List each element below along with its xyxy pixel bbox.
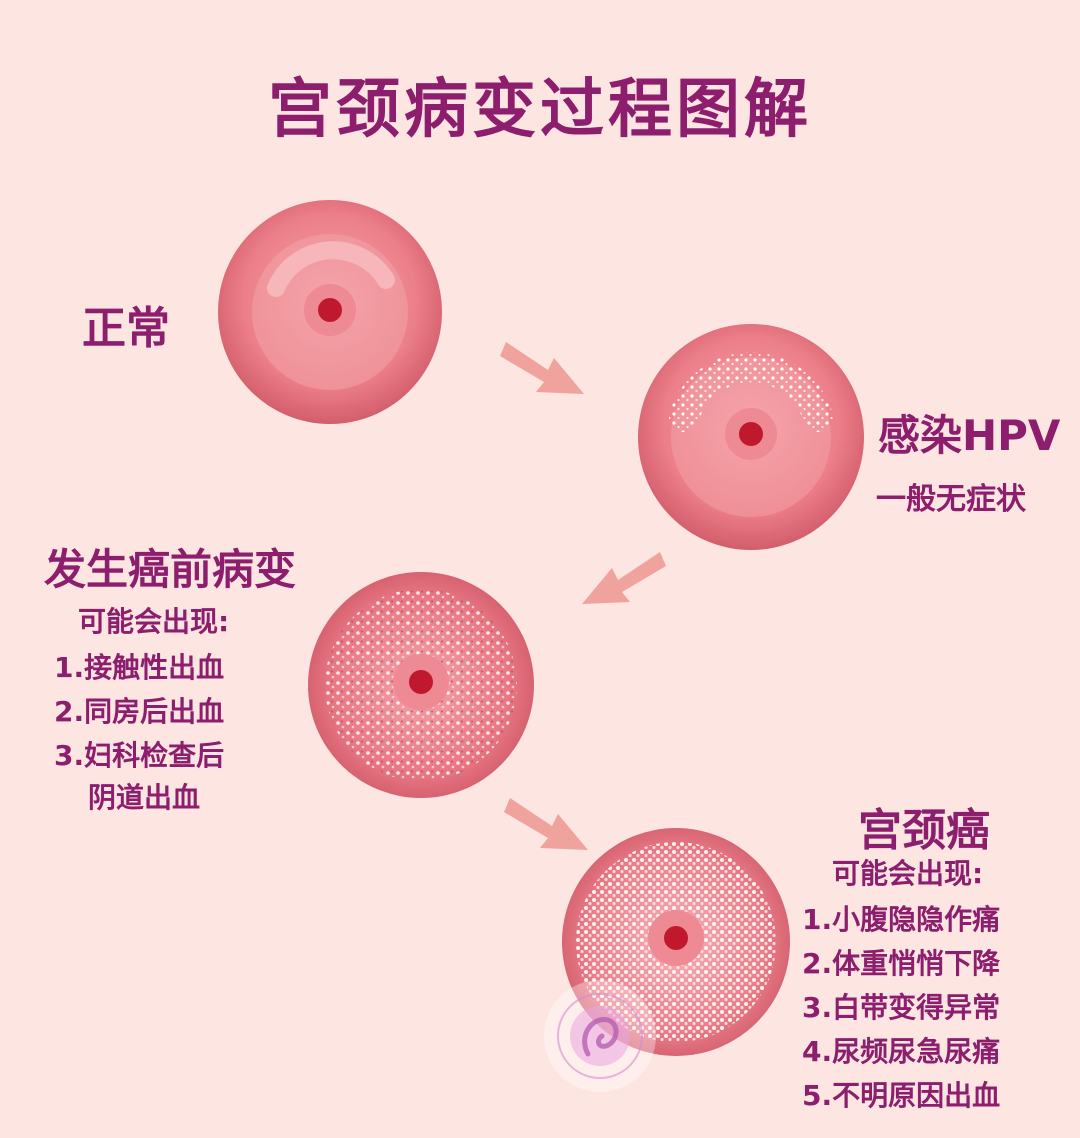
list-item-line: 3.妇科检查后 — [54, 739, 225, 772]
list-item-line: 阴道出血 — [88, 781, 201, 814]
list-item: 4.尿频尿急尿痛 — [802, 1035, 1001, 1068]
arrow-left-down-icon — [582, 552, 666, 604]
list-item: 2.同房后出血 — [54, 695, 225, 728]
arrow-right-down-icon — [500, 342, 584, 394]
cancer-symptoms-heading: 可能会出现: — [832, 857, 984, 890]
stage-label-cancer: 宫颈癌 — [858, 805, 990, 856]
page-title: 宫颈病变过程图解 — [268, 73, 812, 147]
list-item: 5.不明原因出血 — [802, 1079, 1001, 1112]
arrow-right-down-icon — [504, 798, 588, 850]
cancer-symptoms: 可能会出现: 1.小腹隐隐作痛 2.体重悄悄下降 3.白带变得异常 4.尿频尿急… — [802, 852, 1000, 1118]
list-item: 3.妇科检查后 阴道出血 — [54, 734, 229, 818]
hospital-logo-icon — [544, 980, 656, 1092]
precancer-symptoms-heading: 可能会出现: — [78, 605, 230, 638]
normal-cervix-illustration — [218, 200, 442, 424]
precancer-symptoms: 可能会出现: 1.接触性出血 2.同房后出血 3.妇科检查后 阴道出血 — [54, 600, 229, 818]
stage-label-normal: 正常 — [82, 303, 170, 354]
list-item: 1.接触性出血 — [54, 651, 225, 684]
hpv-cervix-illustration — [638, 324, 864, 550]
stage-note-hpv: 一般无症状 — [876, 482, 1026, 517]
stage-label-precancer: 发生癌前病变 — [44, 545, 297, 594]
precancer-cervix-illustration — [308, 572, 534, 798]
stage-label-hpv: 感染HPV — [878, 411, 1061, 460]
list-item: 3.白带变得异常 — [802, 991, 1001, 1024]
list-item: 2.体重悄悄下降 — [802, 947, 1001, 980]
list-item: 1.小腹隐隐作痛 — [802, 903, 1001, 936]
